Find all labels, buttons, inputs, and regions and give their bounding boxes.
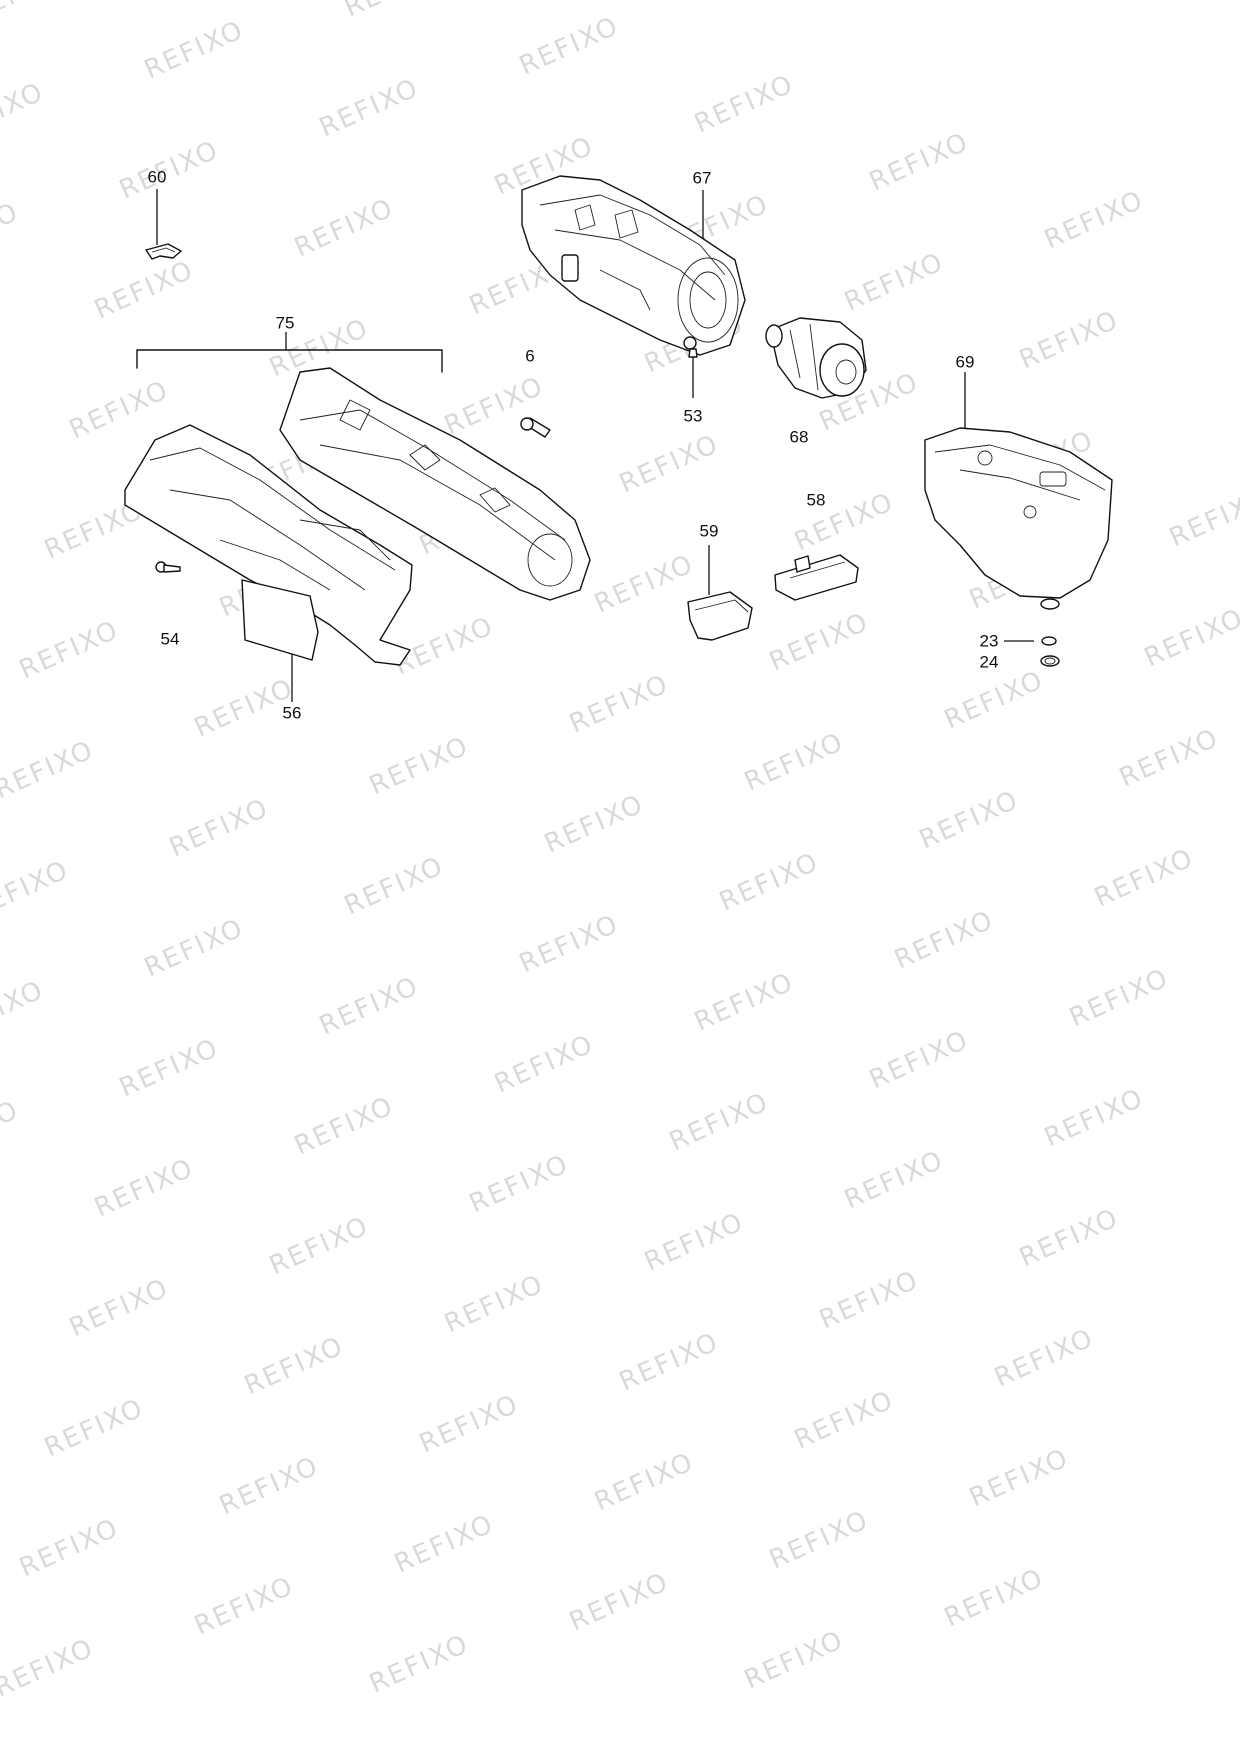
part-label-56: 56	[282, 703, 302, 723]
part-69-gearhead	[924, 372, 1113, 610]
part-label-53: 53	[683, 406, 703, 426]
part-label-24: 24	[979, 652, 999, 672]
part-56-label	[241, 579, 319, 702]
part-75-handle-half	[124, 424, 413, 666]
part-68-motor	[765, 317, 867, 399]
part-label-67: 67	[692, 168, 712, 188]
part-label-54: 54	[160, 629, 180, 649]
part-label-60: 60	[147, 167, 167, 187]
part-label-6: 6	[525, 346, 535, 366]
part-label-59: 59	[699, 521, 719, 541]
part-label-58: 58	[806, 490, 826, 510]
part-75-housing-half	[279, 367, 591, 601]
part-23-24-washers	[1004, 636, 1060, 667]
part-54-screw	[155, 561, 181, 573]
part-58-switch	[774, 554, 859, 601]
part-label-69: 69	[955, 352, 975, 372]
part-53-screw	[683, 336, 698, 398]
part-label-75: 75	[275, 313, 295, 333]
part-75-bracket	[136, 332, 443, 373]
part-6-screw	[520, 417, 551, 438]
bracket-75	[136, 349, 443, 373]
part-67-housing	[521, 175, 746, 356]
part-60-clip	[145, 189, 182, 260]
part-label-23: 23	[979, 631, 999, 651]
part-label-68: 68	[789, 427, 809, 447]
part-59-cap	[687, 545, 753, 641]
